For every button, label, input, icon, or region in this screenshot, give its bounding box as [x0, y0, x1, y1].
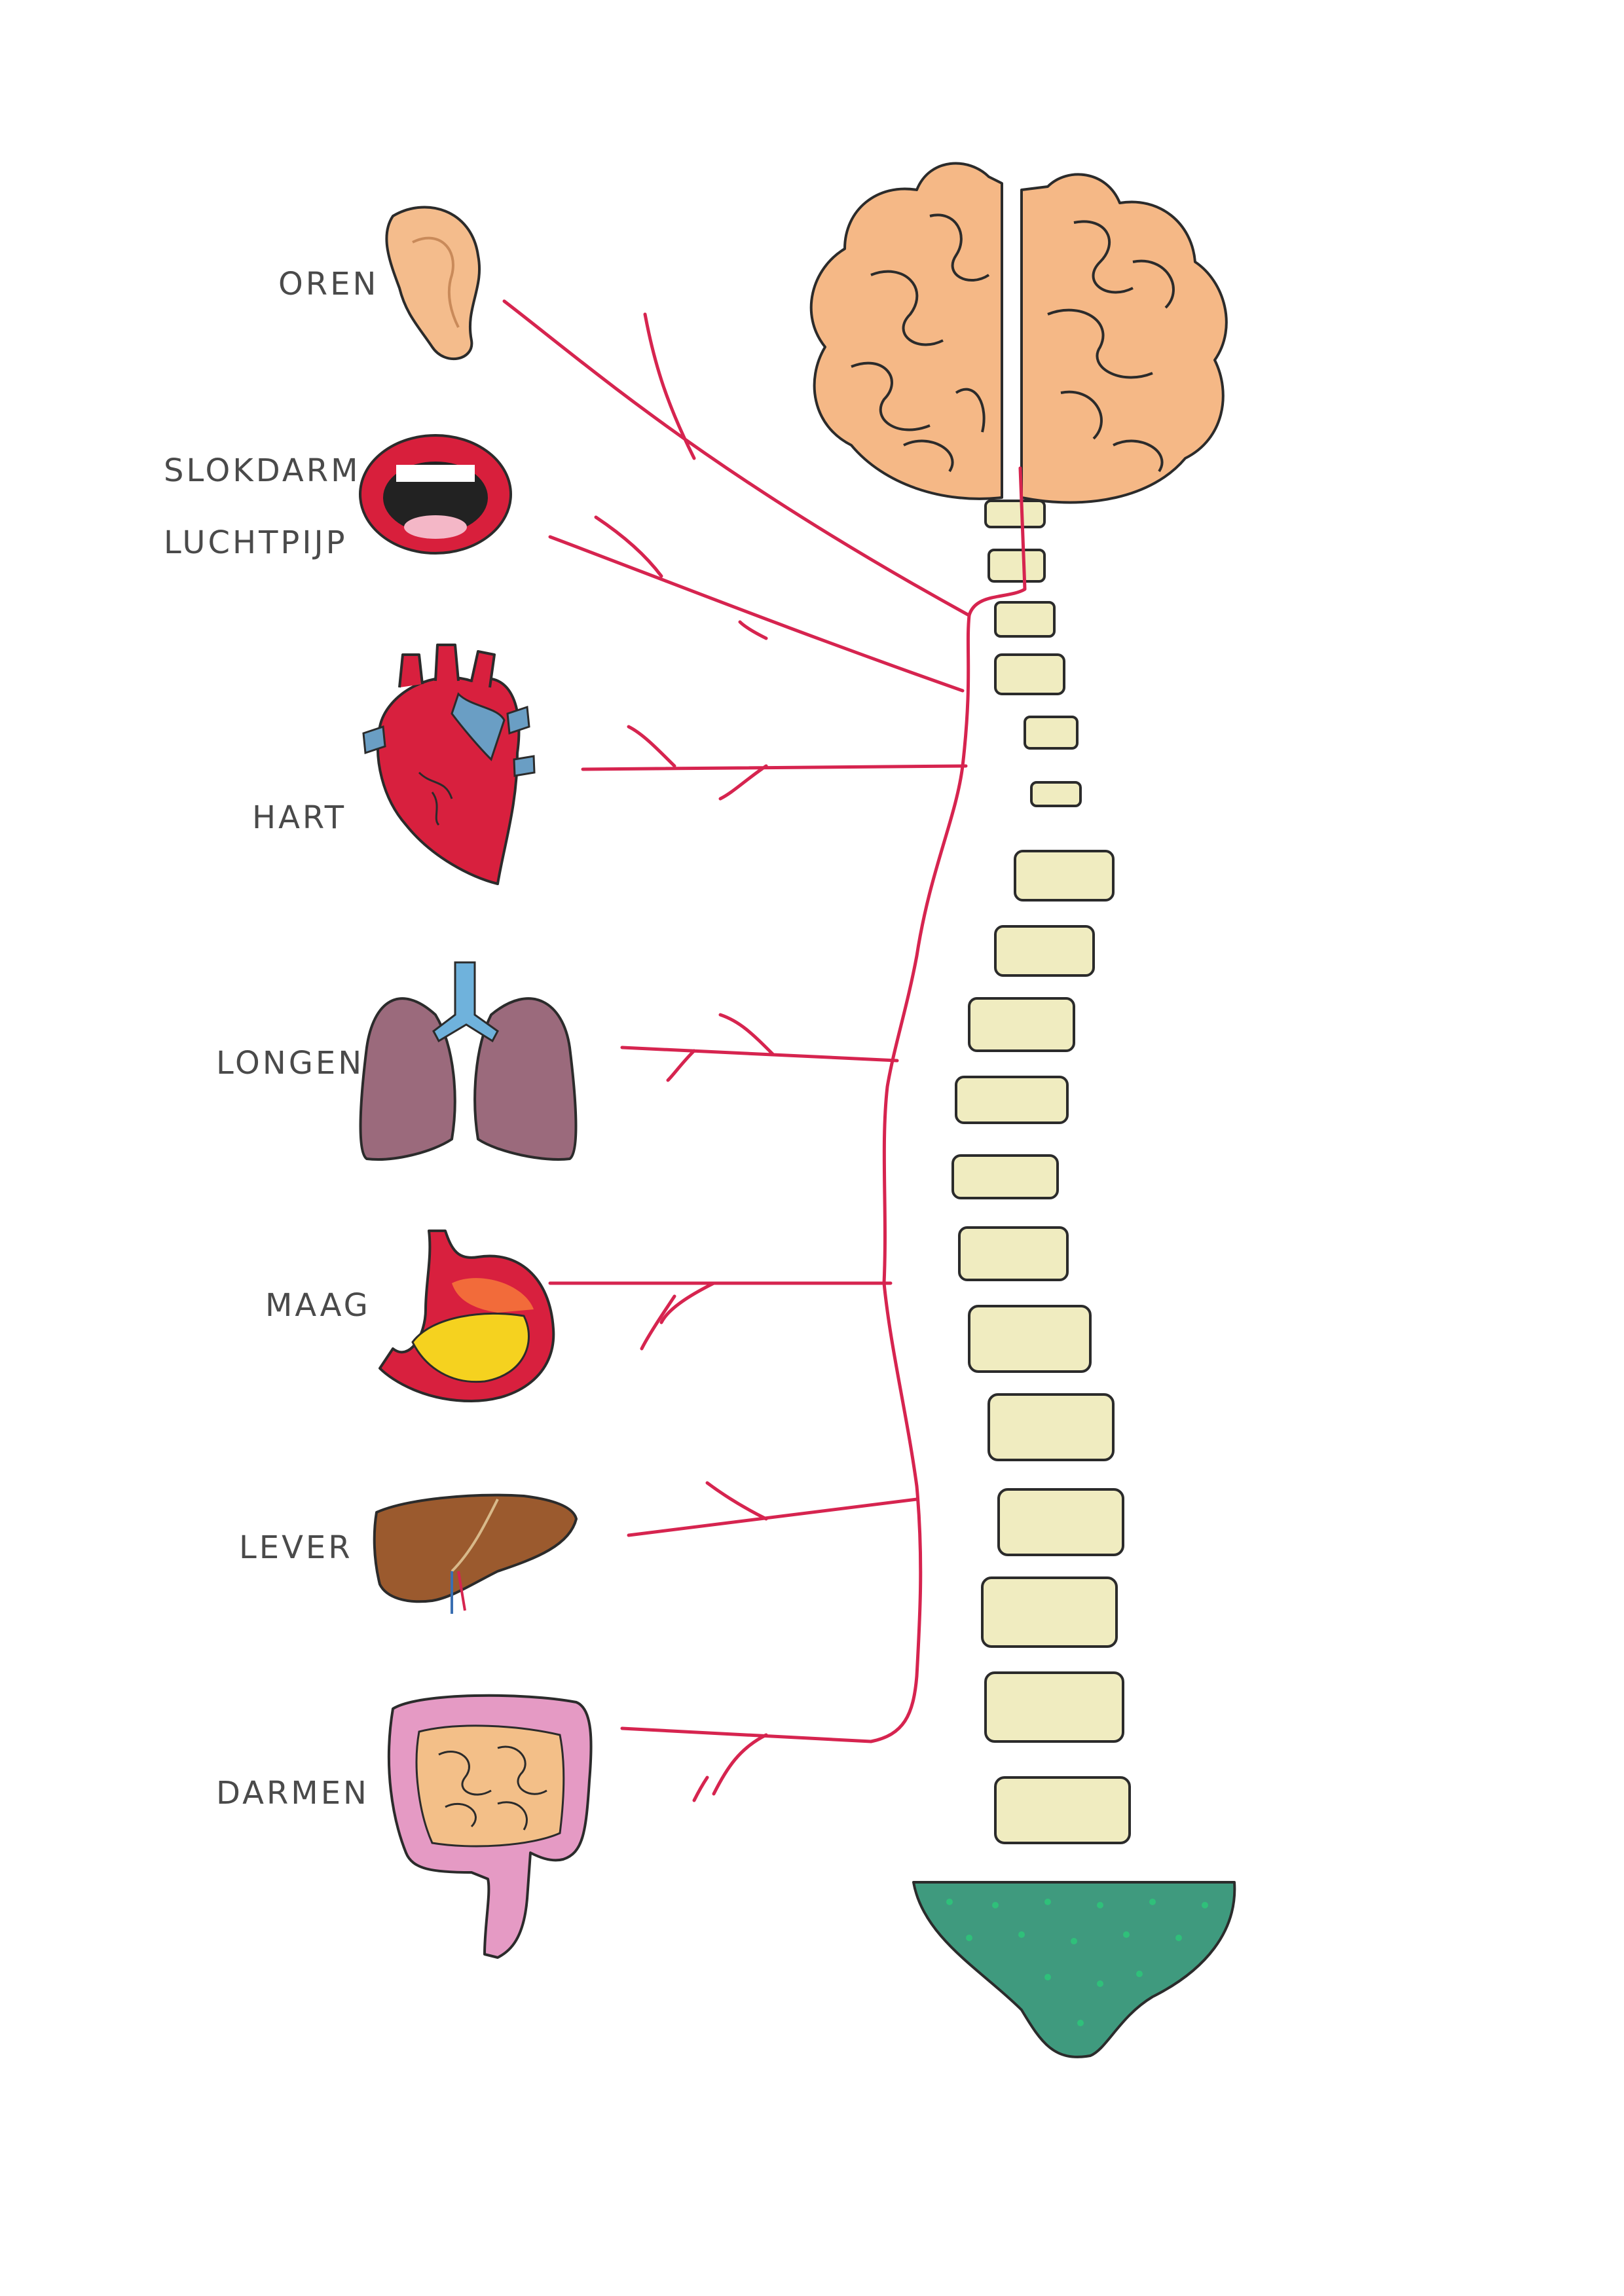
label-liver: LEVER — [239, 1529, 353, 1566]
label-heart: HART — [252, 799, 346, 836]
nerve-branch-heart — [581, 725, 968, 801]
label-esophagus: SLOKDARM — [164, 452, 360, 489]
nerve-branch-ears — [502, 299, 971, 617]
liver-icon — [373, 1493, 578, 1614]
underwear-icon — [912, 1881, 1236, 2058]
stomach-icon — [378, 1230, 555, 1402]
label-stomach: MAAG — [265, 1287, 371, 1324]
mouth-icon — [359, 434, 512, 555]
nerve-branch-trachea — [548, 515, 965, 693]
label-intestines: DARMEN — [216, 1775, 369, 1812]
nerve-branch-lungs — [620, 1013, 899, 1082]
nerve-branch-stomach — [548, 1281, 893, 1351]
intestines-icon — [387, 1694, 593, 1959]
label-trachea: LUCHTPIJP — [164, 524, 348, 561]
ear-icon — [385, 206, 481, 360]
brain-icon — [809, 162, 1228, 504]
spine-icon — [951, 500, 1131, 1844]
label-lungs: LONGEN — [216, 1045, 364, 1082]
spinal-cord-nerve — [869, 466, 1027, 1743]
nerve-branch-liver — [627, 1481, 919, 1537]
label-ears: OREN — [278, 266, 378, 302]
nerve-branch-intestines — [620, 1726, 873, 1802]
heart-icon — [362, 644, 536, 885]
lungs-icon — [359, 961, 578, 1161]
nerve-network — [502, 299, 1027, 1802]
